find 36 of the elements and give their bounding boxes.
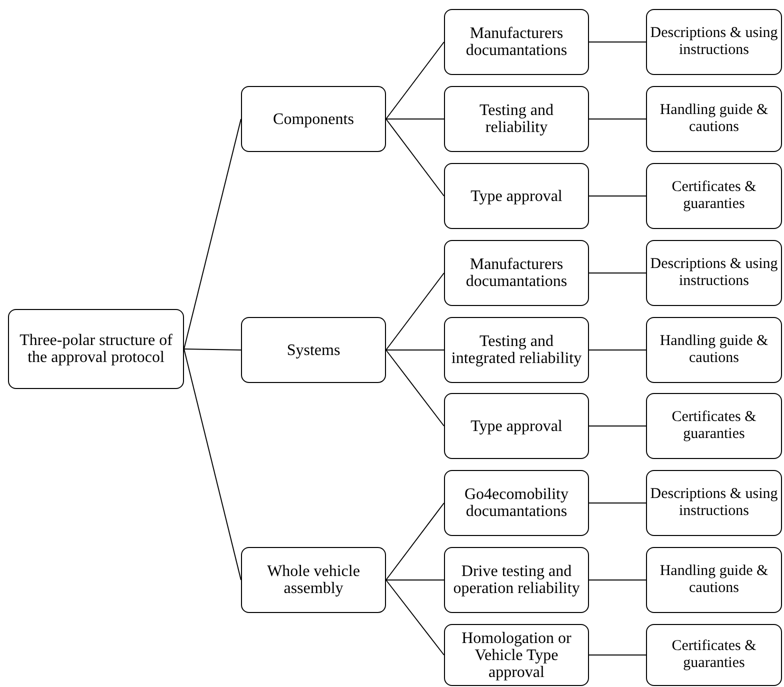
connector-line [588,502,646,504]
connector-line [588,118,646,120]
connector-line [386,272,444,350]
text-box: Manufacturers documantations [444,9,589,75]
text-box: Descriptions & using instructions [646,470,782,536]
text-box: Whole vehicle assembly [241,547,386,613]
text-box: Go4ecomobility documantations [444,470,589,536]
text-box: Certificates & guaranties [646,163,782,229]
connector-line [386,118,444,120]
text-box: Certificates & guaranties [646,393,782,459]
text-box: Components [241,86,386,152]
connector-line [386,502,444,580]
text-box: Testing and reliability [444,86,589,152]
text-box: Homologation or Vehicle Type approval [444,624,589,686]
connector-line [588,272,646,274]
text-box: Descriptions & using instructions [646,9,782,75]
text-box: Type approval [444,163,589,229]
text-box: Certificates & guaranties [646,624,782,686]
connector-line [184,348,242,350]
connector-line [386,580,444,656]
text-box: Systems [241,317,386,383]
text-box: Drive testing and operation reliability [444,547,589,613]
text-box: Descriptions & using instructions [646,240,782,306]
connector-line [184,348,242,580]
text-box: Three-polar structure of the approval protocol [8,309,184,389]
connector-line [184,118,242,350]
text-box: Handling guide & cautions [646,547,782,613]
text-box: Handling guide & cautions [646,86,782,152]
connector-line [588,654,646,656]
text-box: Testing and integrated reliability [444,317,589,383]
text-box: Manufacturers documantations [444,240,589,306]
connector-line [386,350,444,426]
connector-line [386,118,444,196]
connector-line [386,42,444,120]
text-box: Handling guide & cautions [646,317,782,383]
text-box: Type approval [444,393,589,459]
